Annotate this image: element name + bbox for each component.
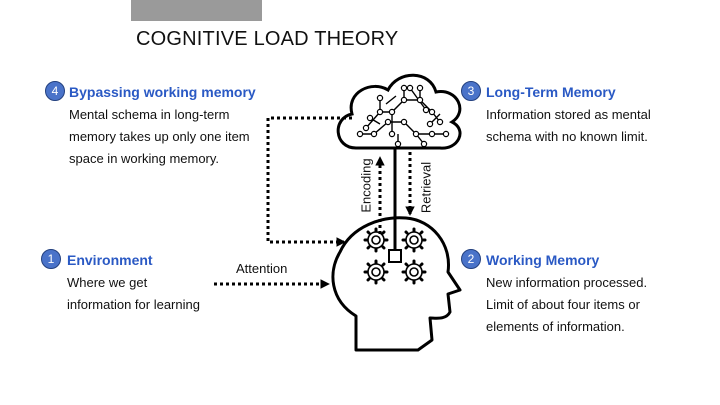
longterm-line: schema with no known limit. bbox=[486, 129, 648, 144]
working-line: New information processed. bbox=[486, 275, 648, 290]
longterm-line: Information stored as mental bbox=[486, 107, 651, 122]
working-description: New information processed. Limit of abou… bbox=[486, 272, 647, 338]
top-bar bbox=[131, 0, 262, 21]
bypass-description: Mental schema in long-term memory takes … bbox=[69, 104, 250, 170]
bypass-heading: Bypassing working memory bbox=[69, 84, 256, 100]
attention-label: Attention bbox=[236, 261, 288, 276]
step-badge-4: 4 bbox=[45, 81, 65, 101]
step-badge-1: 1 bbox=[41, 249, 61, 269]
environment-heading: Environment bbox=[67, 252, 153, 268]
environment-line: Where we get bbox=[67, 275, 148, 290]
bypass-line: Mental schema in long-term bbox=[69, 107, 230, 122]
encoding-label: Encoding bbox=[358, 158, 374, 213]
longterm-heading: Long-Term Memory bbox=[486, 84, 616, 100]
cloud-network-icon bbox=[336, 73, 462, 150]
environment-line: information for learning bbox=[67, 297, 200, 312]
working-line: Limit of about four items or bbox=[486, 297, 640, 312]
bypass-arrow bbox=[266, 116, 352, 247]
environment-description: Where we get information for learning bbox=[67, 272, 200, 316]
step-badge-2: 2 bbox=[461, 249, 481, 269]
page-title: COGNITIVE LOAD THEORY bbox=[136, 28, 399, 50]
step-badge-3: 3 bbox=[461, 81, 481, 101]
working-line: elements of information. bbox=[486, 319, 625, 334]
bypass-line: memory takes up only one item bbox=[69, 129, 250, 144]
bypass-line: space in working memory. bbox=[69, 151, 220, 166]
retrieval-label: Retrieval bbox=[418, 161, 434, 214]
head-gears-icon bbox=[331, 216, 462, 352]
longterm-description: Information stored as mental schema with… bbox=[486, 104, 651, 148]
working-heading: Working Memory bbox=[486, 252, 600, 268]
